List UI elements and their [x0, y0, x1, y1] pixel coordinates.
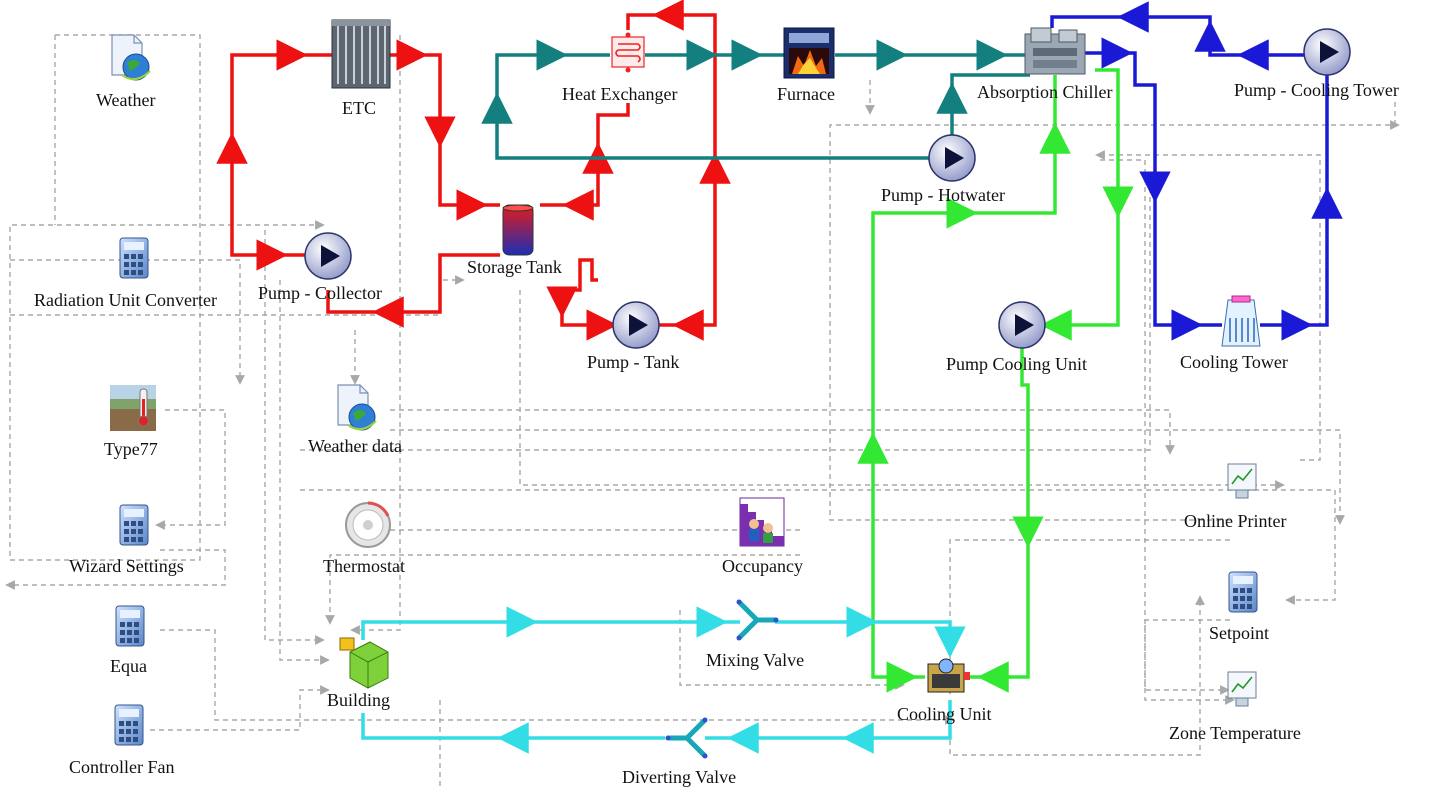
label-equa: Equa — [110, 656, 147, 676]
label-furnace: Furnace — [777, 84, 835, 104]
chilled-water-loop — [857, 68, 1134, 693]
control-link — [350, 35, 401, 635]
control-link — [300, 175, 1155, 451]
control-link — [279, 280, 330, 665]
chilled-pipe — [965, 345, 1030, 679]
control-link — [5, 549, 226, 590]
heat-exchanger-icon[interactable] — [611, 32, 645, 73]
label-absorption-chiller: Absorption Chiller — [977, 82, 1113, 102]
label-type77: Type77 — [104, 439, 158, 459]
diverting-valve-icon[interactable] — [665, 717, 708, 759]
control-link — [160, 629, 955, 725]
pump-cooling-tower-icon[interactable] — [1303, 28, 1351, 76]
control-link — [1095, 150, 1321, 461]
absorption-chiller-icon[interactable] — [1024, 27, 1086, 75]
label-controller-fan: Controller Fan — [69, 757, 175, 777]
occupancy-icon[interactable] — [739, 497, 785, 547]
mixing-valve-icon[interactable] — [736, 599, 779, 641]
label-diverting-valve: Diverting Valve — [622, 767, 737, 787]
cooling-unit-icon[interactable] — [927, 658, 970, 693]
label-thermostat: Thermostat — [323, 556, 405, 576]
label-zone-temperature: Zone Temperature — [1169, 723, 1301, 743]
label-radiation-unit-converter: Radiation Unit Converter — [34, 290, 217, 310]
label-pump-tank: Pump - Tank — [587, 352, 680, 372]
solar-pipe — [326, 253, 500, 314]
pump-cooling-unit-icon[interactable] — [998, 301, 1046, 349]
control-link — [390, 429, 1345, 525]
label-cooling-unit: Cooling Unit — [897, 704, 992, 724]
label-cooling-tower: Cooling Tower — [1180, 352, 1288, 372]
label-pump-cooling-unit: Pump Cooling Unit — [946, 354, 1088, 374]
control-link — [945, 539, 1230, 695]
label-heat-exchanger: Heat Exchanger — [562, 84, 678, 104]
hot-water-loop — [481, 39, 1030, 160]
pump-hotwater-icon[interactable] — [928, 134, 976, 182]
building-pipe — [705, 700, 952, 740]
furnace-icon[interactable] — [783, 27, 835, 79]
control-link — [679, 610, 905, 690]
solar-loop — [216, 0, 731, 341]
solar-collector-icon[interactable] — [331, 19, 391, 89]
chilled-pipe — [1040, 68, 1120, 327]
control-link — [300, 489, 1336, 605]
radiation-converter-icon[interactable] — [119, 237, 149, 279]
label-occupancy: Occupancy — [722, 556, 803, 576]
weather-icon[interactable] — [111, 34, 151, 81]
solar-pipe — [560, 258, 612, 327]
pump-tank-icon[interactable] — [612, 301, 660, 349]
label-etc: ETC — [342, 98, 376, 118]
cooling-tower-icon[interactable] — [1221, 295, 1261, 347]
building-pipe — [361, 713, 665, 740]
control-link — [325, 554, 800, 625]
control-link — [9, 34, 325, 561]
hot-water-pipe — [950, 73, 1030, 135]
label-pump-cooling-tower: Pump - Cooling Tower — [1234, 80, 1399, 100]
equa-icon[interactable] — [115, 605, 145, 647]
label-weather: Weather — [96, 90, 156, 110]
label-mixing-valve: Mixing Valve — [706, 650, 805, 670]
label-setpoint: Setpoint — [1209, 623, 1270, 643]
cooling-tower-loop — [1050, 1, 1343, 341]
label-pump-hotwater: Pump - Hotwater — [881, 185, 1005, 205]
cooling-tower-pipe — [1050, 15, 1305, 57]
building-icon[interactable] — [339, 637, 389, 689]
setpoint-icon[interactable] — [1228, 571, 1258, 613]
controller-fan-icon[interactable] — [114, 704, 144, 746]
label-online-printer: Online Printer — [1184, 511, 1287, 531]
storage-tank-icon[interactable] — [502, 204, 534, 256]
zone-temperature-icon[interactable] — [1227, 671, 1257, 707]
building-loop — [361, 606, 966, 754]
control-link — [1144, 619, 1235, 705]
label-weather-data: Weather data — [308, 436, 402, 456]
label-pump-collector: Pump - Collector — [258, 283, 382, 303]
wizard-settings-icon[interactable] — [119, 504, 149, 546]
online-printer-icon[interactable] — [1227, 463, 1257, 499]
cooling-tower-pipe — [1260, 75, 1329, 327]
pump-collector-icon[interactable] — [304, 232, 352, 280]
control-link — [10, 259, 245, 385]
label-storage-tank: Storage Tank — [467, 257, 562, 277]
control-links — [5, 34, 1400, 787]
thermostat-icon[interactable] — [345, 501, 391, 548]
solar-pipe — [390, 53, 500, 207]
solar-pipe — [540, 103, 630, 207]
control-link — [949, 595, 1205, 756]
control-link — [264, 230, 325, 645]
control-link — [155, 409, 226, 530]
label-building: Building — [327, 690, 391, 710]
building-pipe — [361, 620, 740, 640]
weather-data-icon[interactable] — [337, 384, 377, 431]
control-link — [519, 290, 1285, 490]
control-link — [1100, 159, 1230, 695]
ground-temperature-icon[interactable] — [110, 385, 156, 431]
control-link — [150, 685, 330, 731]
label-wizard-settings: Wizard Settings — [69, 556, 184, 576]
